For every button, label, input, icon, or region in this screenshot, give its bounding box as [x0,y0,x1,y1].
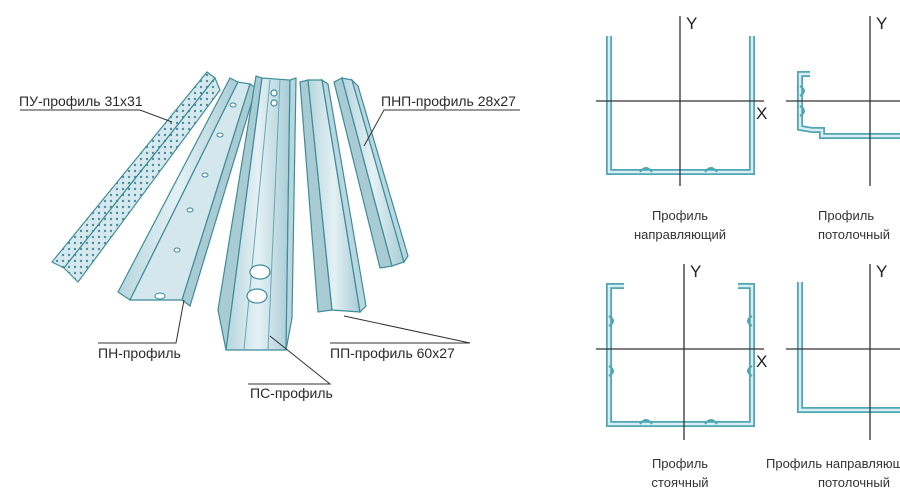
leader-lines [20,109,520,385]
section-guide-ceiling [786,264,900,440]
caption-line: Профиль направляющий [766,456,900,471]
caption-guide: Профиль направляющий [600,206,760,244]
caption-ceiling: Профиль потолочный [818,206,900,244]
axis-x-label: X [756,104,768,123]
profile-pnp [333,77,409,269]
axis-y-label: Y [686,14,698,33]
section-guide [596,16,764,186]
axis-y-label: Y [690,262,702,281]
profile-pn [117,77,257,307]
axis-y-label: Y [876,14,888,33]
label-ps-profile: ПС-профиль [250,385,333,401]
caption-line: направляющий [633,227,727,242]
caption-line: потолочный [818,227,890,242]
caption-guide-ceiling: Профиль направляющий потолочный [766,454,900,492]
caption-line: потолочный [818,475,890,490]
label-pn-profile: ПН-профиль [98,345,181,361]
caption-line: Профиль [651,456,709,471]
profile-pu-corner [51,71,221,283]
section-stud [596,264,764,440]
axis-x-label: X [756,352,768,371]
profile-ps [217,75,297,351]
caption-line: Профиль [818,208,875,223]
axis-y-label: Y [876,262,888,281]
section-ceiling [786,16,900,186]
label-pnp-profile: ПНП-профиль 28х27 [381,93,516,109]
caption-line: стоячный [651,475,709,490]
label-pu-profile: ПУ-профиль 31х31 [19,93,143,109]
caption-stud: Профиль стоячный [600,454,760,492]
label-pp-profile: ПП-профиль 60х27 [330,345,455,361]
caption-line: Профиль [651,208,709,223]
profile-pp [299,78,367,314]
